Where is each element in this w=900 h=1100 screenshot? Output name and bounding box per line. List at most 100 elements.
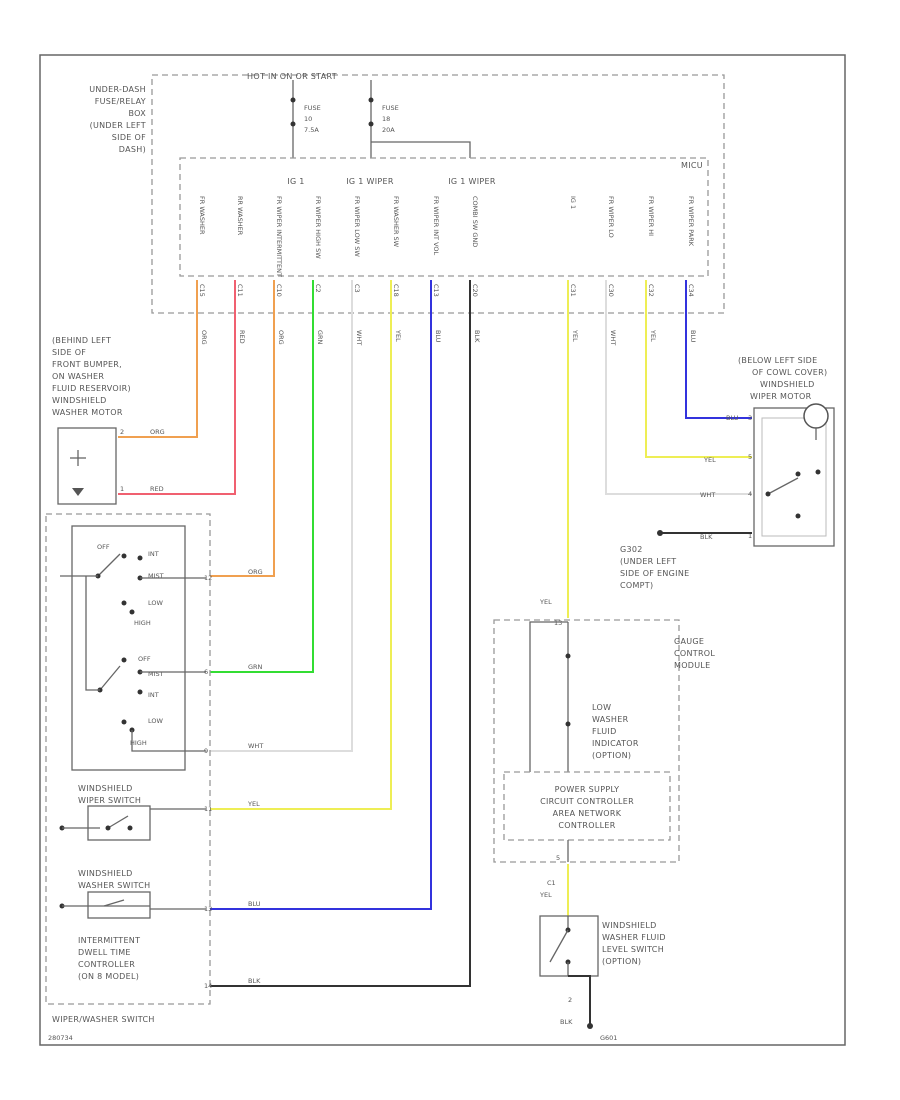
svg-text:3: 3 (748, 414, 752, 422)
fusebox-location-label: UNDER-DASH FUSE/RELAY BOX (UNDER LEFT SI… (89, 85, 146, 154)
svg-text:7.5A: 7.5A (304, 126, 319, 134)
svg-text:HIGH: HIGH (130, 739, 147, 747)
level-switch-ground-wire (568, 975, 591, 1026)
level-switch-label: WINDSHIELD WASHER FLUID LEVEL SWITCH (OP… (602, 921, 666, 966)
svg-text:20A: 20A (382, 126, 395, 134)
svg-text:WIPER SWITCH: WIPER SWITCH (78, 796, 141, 805)
intermittent-controller: INTERMITTENT DWELL TIME CONTROLLER (ON 8… (78, 936, 140, 981)
switch-wires: ORG GRN WHT YEL BLU BLK (247, 568, 263, 985)
svg-text:(OPTION): (OPTION) (592, 751, 631, 760)
wire-yel-wiper: YEL (645, 280, 752, 458)
svg-text:FRONT BUMPER,: FRONT BUMPER, (52, 360, 122, 369)
svg-text:(OPTION): (OPTION) (602, 957, 641, 966)
svg-text:CIRCUIT CONTROLLER: CIRCUIT CONTROLLER (540, 797, 634, 806)
washer-motor (57, 427, 117, 505)
gauge-pin-out: 5 (556, 854, 560, 862)
svg-text:INDICATOR: INDICATOR (592, 739, 639, 748)
gauge-title: GAUGE CONTROL MODULE (674, 637, 715, 670)
fuse-1: FUSE 10 7.5A (290, 80, 321, 158)
svg-text:AREA NETWORK: AREA NETWORK (553, 809, 622, 818)
svg-text:LOW: LOW (148, 599, 164, 607)
svg-text:13: 13 (204, 905, 212, 913)
wiper-motor-ground: G302 (UNDER LEFT SIDE OF ENGINE COMPT) (620, 530, 752, 590)
svg-text:5: 5 (748, 453, 752, 461)
micu-pin-label: COMBI SW GND (471, 196, 479, 247)
micu-terminal: C31 (569, 284, 577, 297)
svg-text:ORG: ORG (200, 330, 208, 345)
svg-text:INT: INT (148, 691, 159, 699)
svg-text:4: 4 (748, 490, 752, 498)
micu-terminal: C30 (607, 284, 615, 297)
svg-text:WASHER MOTOR: WASHER MOTOR (52, 408, 123, 417)
svg-text:ON WASHER: ON WASHER (52, 372, 104, 381)
svg-text:ORG: ORG (277, 330, 285, 345)
gauge-internal-wiring (529, 621, 571, 772)
low-washer-fluid-indicator: LOW WASHER FLUID INDICATOR (OPTION) (592, 703, 639, 760)
svg-text:CONTROL: CONTROL (674, 649, 715, 658)
wire-grn-switch: GRN (210, 280, 324, 673)
washer-motor-pin1: 2 (120, 428, 124, 436)
micu-terminal: C2 (314, 284, 322, 293)
level-switch-ground-icon (587, 1023, 593, 1029)
micu-pin-label: FR WIPER LOW SW (353, 196, 361, 257)
svg-text:BOX: BOX (128, 109, 146, 118)
svg-text:LOW: LOW (592, 703, 611, 712)
wiper-motor-inner (761, 417, 827, 537)
level-switch-symbol (549, 916, 571, 976)
micu-pin-label: FR WASHER SW (392, 196, 400, 248)
svg-text:WASHER: WASHER (592, 715, 629, 724)
svg-text:SIDE OF ENGINE: SIDE OF ENGINE (620, 569, 689, 578)
level-switch-pin-top: C1 (547, 879, 556, 887)
svg-text:DASH): DASH) (119, 145, 146, 154)
wire-yel-gauge: YEL (567, 280, 579, 618)
svg-text:WHT: WHT (355, 330, 363, 345)
wire-blu-switch: BLU (210, 280, 442, 910)
svg-text:BLU: BLU (726, 414, 739, 422)
micu-terminal: C34 (687, 284, 695, 297)
micu-pin-label: FR WIPER PARK (687, 196, 695, 247)
svg-text:YEL: YEL (649, 329, 657, 342)
micu-terminal: C15 (198, 284, 206, 297)
micu-pin-label: FR WIPER LO (607, 196, 615, 238)
wiper-motor-location: (BELOW LEFT SIDE OF COWL COVER) WINDSHIE… (738, 356, 827, 401)
washer-motor-pin2: 1 (120, 485, 124, 493)
micu-terminal: C32 (647, 284, 655, 297)
svg-text:WINDSHIELD: WINDSHIELD (78, 869, 133, 878)
svg-text:INTERMITTENT: INTERMITTENT (78, 936, 140, 945)
svg-text:WASHER SWITCH: WASHER SWITCH (78, 881, 150, 890)
wire-yel-switch: YEL (210, 280, 402, 810)
svg-text:CONTROLLER: CONTROLLER (78, 960, 135, 969)
power-supply-controller (503, 771, 671, 841)
washer-motor-symbol (70, 450, 86, 496)
svg-text:MIST: MIST (148, 670, 164, 678)
svg-text:WINDSHIELD: WINDSHIELD (760, 380, 815, 389)
lower-contacts: OFF MIST INT LOW HIGH (85, 576, 206, 752)
svg-text:RED: RED (238, 330, 246, 344)
svg-text:UNDER-DASH: UNDER-DASH (89, 85, 146, 94)
level-switch-wire-bottom: BLK (560, 1018, 573, 1026)
micu-pin-label: IG 1 (569, 196, 577, 209)
svg-text:IG 1 WIPER: IG 1 WIPER (346, 177, 394, 186)
wire-blk-switch: BLK (210, 280, 481, 987)
micu-pin-label: FR WIPER HI (647, 196, 655, 236)
svg-text:DWELL TIME: DWELL TIME (78, 948, 131, 957)
micu-terminal: C20 (471, 284, 479, 297)
gauge-control-module (493, 619, 680, 863)
svg-text:YEL: YEL (571, 329, 579, 342)
svg-text:OF COWL COVER): OF COWL COVER) (752, 368, 827, 377)
svg-text:YEL: YEL (703, 456, 716, 464)
micu-terminal: C11 (236, 284, 244, 297)
svg-text:IG 1 WIPER: IG 1 WIPER (448, 177, 496, 186)
wire-blu-wiper: BLU (685, 280, 752, 419)
micu-pin-label: RR WASHER (236, 196, 244, 236)
svg-text:HIGH: HIGH (134, 619, 151, 627)
svg-text:FLUID RESERVOIR): FLUID RESERVOIR) (52, 384, 131, 393)
svg-text:18: 18 (382, 115, 390, 123)
wiper-motor-wires: BLU YEL WHT BLK (700, 414, 739, 541)
washer-motor-wire1: ORG (150, 428, 165, 436)
svg-text:FUSE: FUSE (304, 104, 321, 112)
micu-pin-label: FR WIPER HIGH SW (314, 196, 322, 259)
svg-text:WASHER FLUID: WASHER FLUID (602, 933, 666, 942)
level-switch-pin-bottom: 2 (568, 996, 572, 1004)
